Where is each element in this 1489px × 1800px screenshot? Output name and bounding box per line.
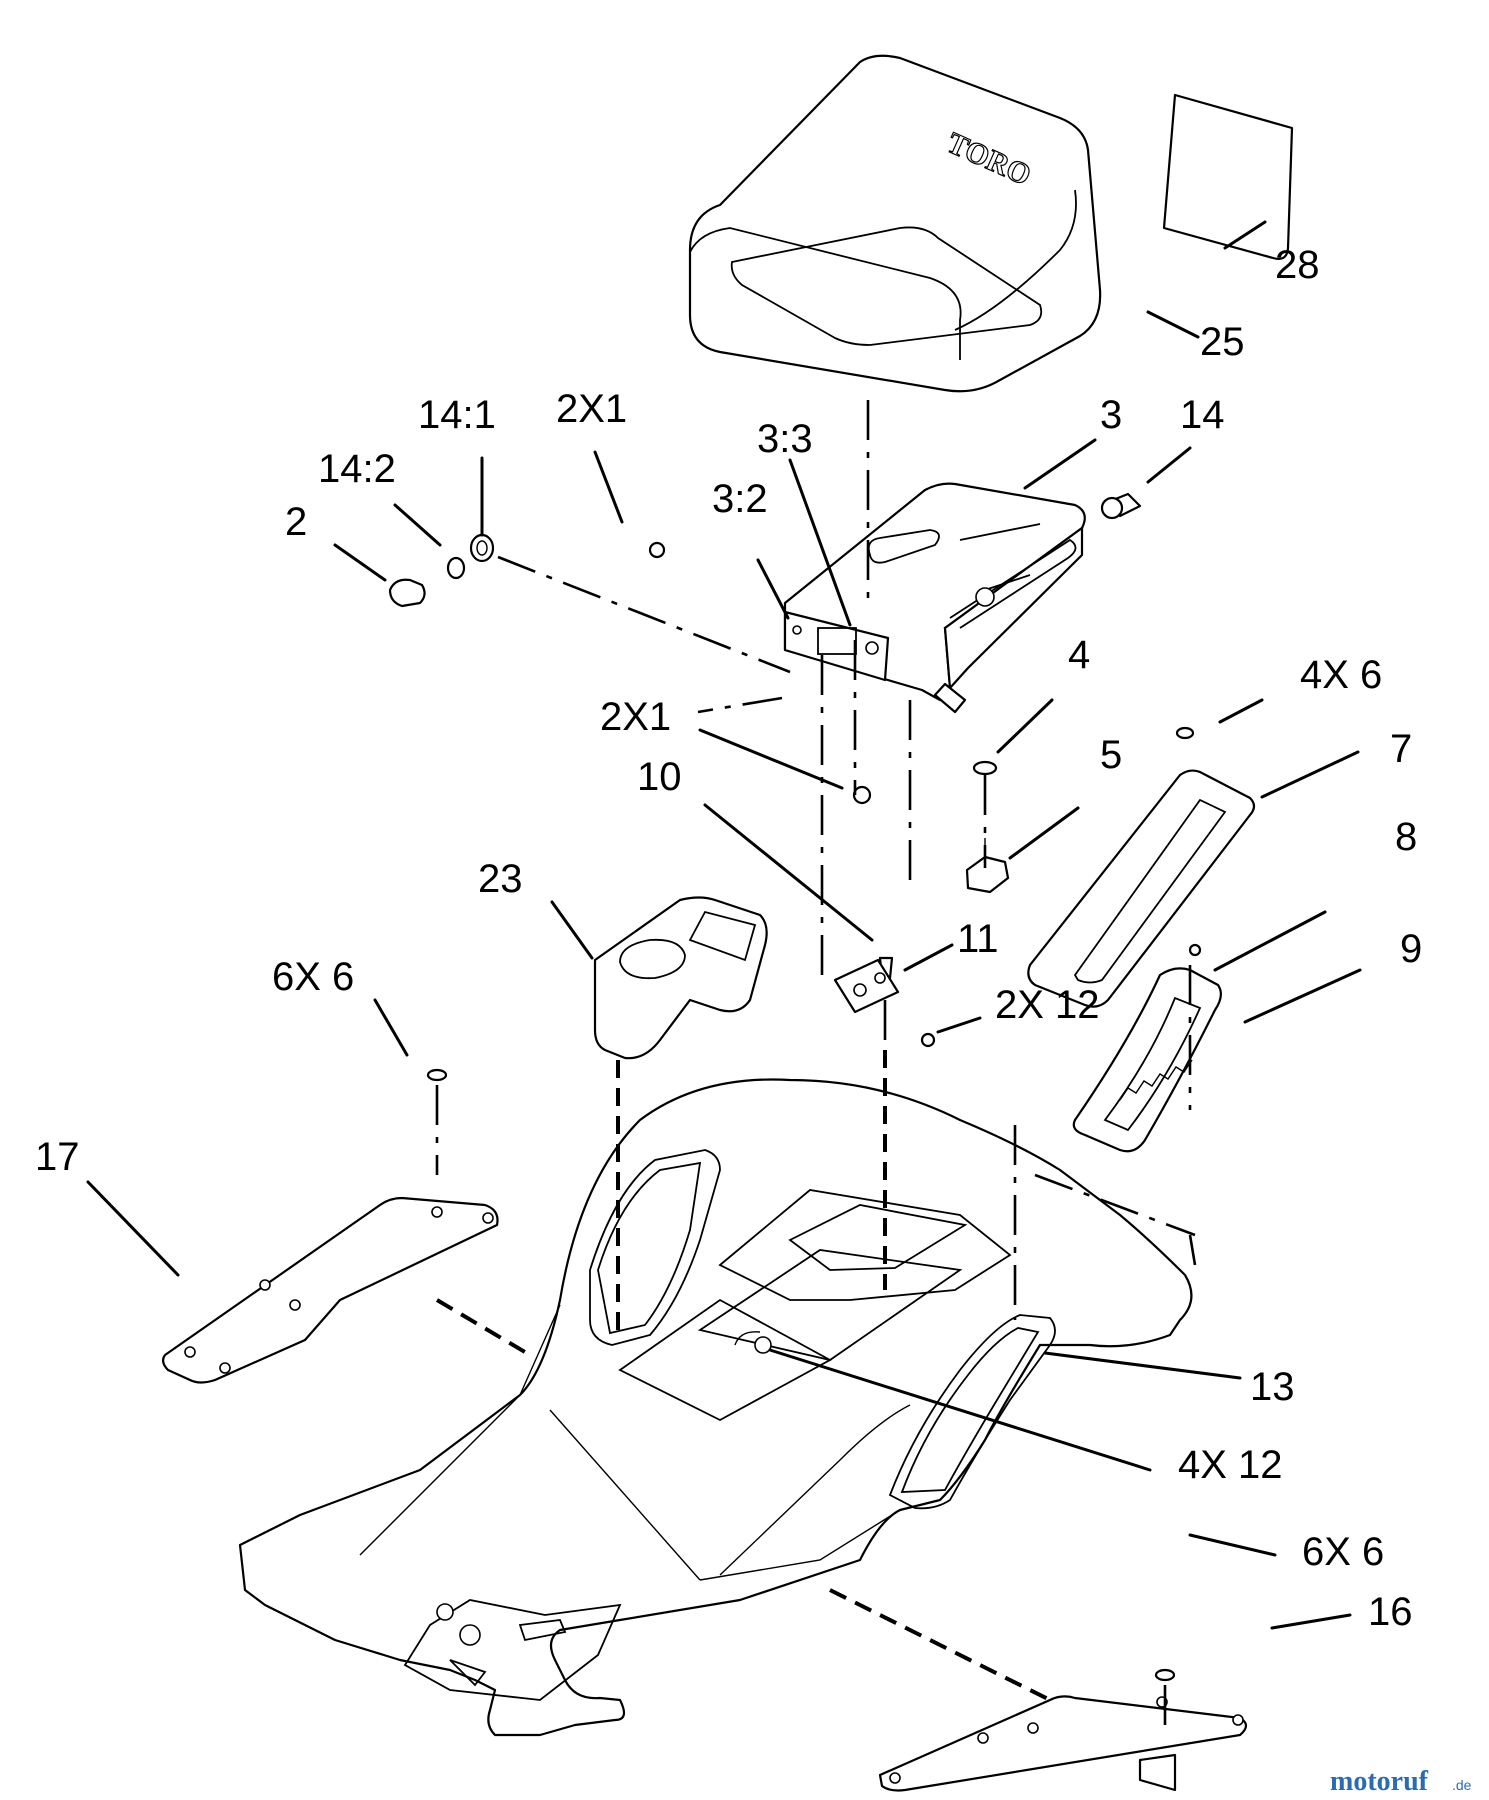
label-14-2: 14:2 [318, 447, 396, 491]
label-3: 3 [1100, 393, 1122, 437]
label-4: 4 [1068, 633, 1090, 677]
callout-labels: 28 25 3 14 14:1 14:2 2 2X1 3:3 3:2 2X1 4… [35, 243, 1422, 1634]
label-13: 13 [1250, 1365, 1295, 1409]
height-pad-9 [1072, 967, 1222, 1153]
watermark-tld: .de [1452, 1777, 1472, 1793]
label-23: 23 [478, 857, 523, 901]
plate-17 [161, 1196, 499, 1384]
fender-pad-7 [1027, 769, 1256, 1008]
label-2x1-mid: 2X1 [600, 695, 671, 739]
label-17: 17 [35, 1135, 80, 1179]
plate-16 [878, 1695, 1248, 1792]
label-3-2: 3:2 [712, 477, 768, 521]
label-2: 2 [285, 500, 307, 544]
leader-lines [86, 220, 1362, 1630]
cup-holder-23 [593, 896, 768, 1060]
label-10: 10 [637, 755, 682, 799]
label-5: 5 [1100, 733, 1122, 777]
label-16: 16 [1368, 1590, 1413, 1634]
label-8: 8 [1395, 815, 1417, 859]
label-6x6-right: 6X 6 [1302, 1530, 1384, 1574]
label-9: 9 [1400, 927, 1422, 971]
label-2x1-top: 2X1 [556, 387, 627, 431]
seat-pan-3 [783, 482, 1086, 714]
label-28: 28 [1275, 243, 1320, 287]
label-7: 7 [1390, 727, 1412, 771]
label-25: 25 [1200, 320, 1245, 364]
decal-28 [1162, 93, 1294, 260]
label-11: 11 [957, 917, 999, 961]
label-3-3: 3:3 [757, 417, 813, 461]
phantom-lines [435, 400, 1197, 1725]
label-6x6-left: 6X 6 [272, 955, 354, 999]
watermark-brand: motoruf [1330, 1766, 1429, 1797]
label-2x12: 2X 12 [995, 983, 1100, 1027]
label-4x12: 4X 12 [1178, 1443, 1283, 1487]
label-4x6: 4X 6 [1300, 653, 1382, 697]
fender-body [238, 1078, 1193, 1737]
label-14-1: 14:1 [418, 393, 496, 437]
hardware [388, 492, 1202, 1682]
label-14: 14 [1180, 393, 1225, 437]
watermark: motoruf .de [1330, 1766, 1472, 1797]
seat-25: TORO [688, 54, 1102, 393]
